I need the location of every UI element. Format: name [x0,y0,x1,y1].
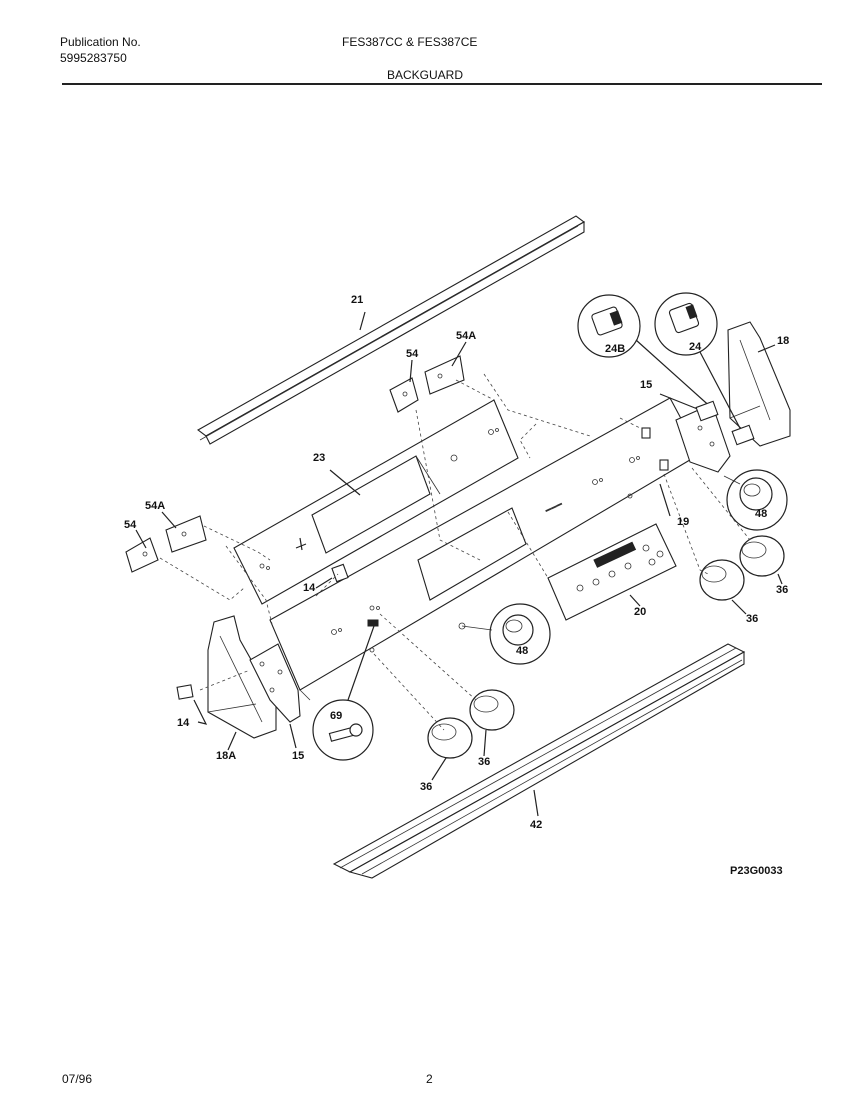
callout-54A-left: 54A [145,500,166,512]
callout-54-top: 54 [406,348,419,360]
callout-21: 21 [351,294,364,306]
callout-24: 24 [689,341,702,353]
clip-14-left [176,684,194,700]
callout-36-bottom-b: 36 [420,781,433,793]
bracket-18 [727,321,791,447]
callout-14-left: 14 [177,717,190,729]
callout-15-bottom: 15 [292,750,305,762]
publication-label: Publication No. [60,35,141,49]
callout-19: 19 [677,516,690,528]
bracket-plate-15-left [249,643,301,723]
clips-54-top [389,355,465,413]
section-title: BACKGUARD [387,68,464,82]
callout-54A-top: 54A [456,330,477,342]
callout-24B: 24B [605,343,626,355]
callout-14-mid: 14 [303,582,316,594]
trim-strip-21 [196,215,586,445]
callout-15-top: 15 [640,379,653,391]
bracket-18A [207,615,277,739]
screw-69-inset [312,699,374,761]
knob-48-mid-inset [489,603,551,665]
switch-24-inset [654,292,718,356]
publication-number: 5995283750 [60,51,127,65]
clip-14-mid [331,563,349,583]
callout-36-bottom-a: 36 [478,756,491,768]
callout-69: 69 [330,710,343,722]
knob-36-bottom-b [427,717,473,759]
backguard-19: ▬▬▬ [269,397,707,701]
callout-36-right-a: 36 [776,584,789,596]
clips-54-left [125,515,207,573]
callout-18A: 18A [216,750,237,762]
panel-23 [233,399,519,605]
model-numbers: FES387CC & FES387CE [342,35,478,49]
knob-48-right-inset [726,469,788,531]
callout-36-right-b: 36 [746,613,759,625]
knob-36-bottom-a [469,689,515,731]
control-board-20 [547,523,677,621]
callout-54-left: 54 [124,519,137,531]
switch-24B-inset [577,294,641,358]
callout-18: 18 [777,335,790,347]
callout-48-mid: 48 [516,645,529,657]
callout-23: 23 [313,452,326,464]
trim-42 [332,643,746,879]
page-number: 2 [426,1072,433,1086]
figure-code: P23G0033 [730,865,783,877]
header-rule [62,83,822,85]
callout-48-right: 48 [755,508,768,520]
callout-20: 20 [634,606,647,618]
footer-date: 07/96 [62,1072,93,1086]
callout-42: 42 [530,819,543,831]
